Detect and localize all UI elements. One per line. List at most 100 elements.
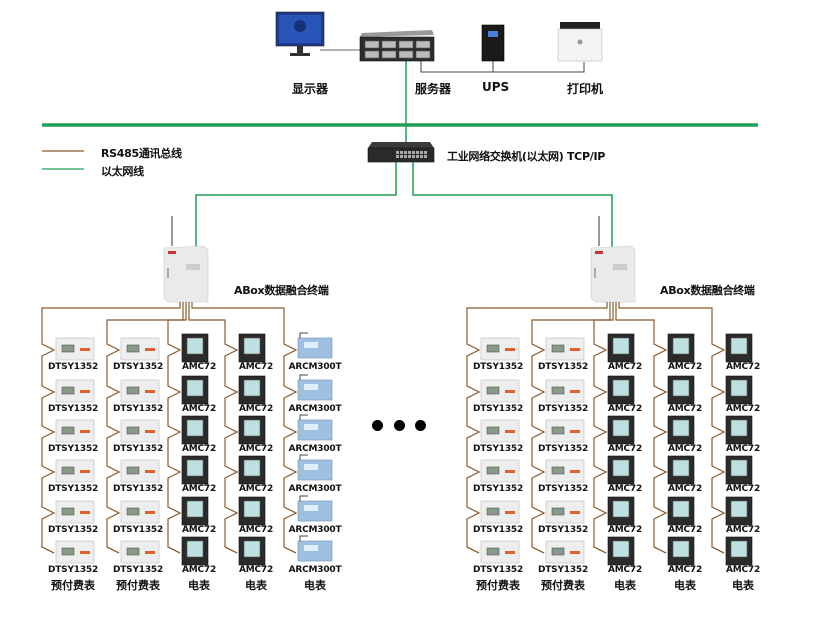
meter-screen: [612, 419, 630, 437]
device-model-label: AMC72: [238, 362, 274, 372]
device-model-label: DTSY1352: [47, 362, 99, 372]
panel-meter-icon: [725, 415, 753, 445]
device-model-label: AMC72: [607, 525, 643, 535]
arcm-display: [304, 505, 318, 511]
device-category-label: 电表: [245, 579, 267, 592]
meter-screen: [672, 337, 690, 355]
gateway-nameplate: [613, 264, 627, 270]
gateway-2-ethernet: [412, 162, 613, 250]
meter-buttons: [570, 551, 580, 554]
panel-meter-icon: [725, 536, 753, 566]
rs485-trunk: [167, 302, 187, 340]
gateway-1-label: ABox数据融合终端: [234, 284, 329, 297]
meter-lcd: [486, 547, 500, 556]
meter-screen: [730, 337, 748, 355]
arcm-wire: [299, 454, 308, 460]
device-model-label: AMC72: [181, 444, 217, 454]
panel-meter-icon: [238, 496, 266, 526]
din-meter-icon: [120, 419, 160, 443]
device-model-label: AMC72: [181, 565, 217, 575]
meter-screen: [672, 540, 690, 558]
panel-meter-icon: [667, 375, 695, 405]
device-model-label: AMC72: [667, 404, 703, 414]
arcm-display: [304, 424, 318, 430]
meter-buttons: [505, 348, 515, 351]
meter-screen: [672, 419, 690, 437]
server-drive-bay: [364, 40, 380, 49]
device-category-label: 电表: [674, 579, 696, 592]
meter-body: [480, 337, 520, 361]
device-model-label: AMC72: [667, 362, 703, 372]
gateway-brand: [168, 251, 176, 254]
meter-buttons: [505, 430, 515, 433]
meter-screen: [243, 419, 261, 437]
din-meter-icon: [545, 459, 585, 483]
device-category-label: 预付费表: [541, 579, 585, 592]
printer-body: [557, 28, 603, 62]
meter-body: [545, 500, 585, 524]
din-meter-icon: [545, 540, 585, 564]
rs485-daisy-chain: [593, 340, 608, 554]
din-meter-icon: [480, 379, 520, 403]
device-model-label: DTSY1352: [112, 362, 164, 372]
device-model-label: AMC72: [725, 404, 761, 414]
meter-screen: [243, 337, 261, 355]
panel-meter-icon: [607, 333, 635, 363]
device-model-label: DTSY1352: [47, 404, 99, 414]
rs485-trunk: [191, 302, 285, 340]
switch-port: [400, 155, 403, 158]
panel-meter-icon: [238, 415, 266, 445]
gateway-box-icon: [590, 245, 636, 303]
din-meter-icon: [55, 540, 95, 564]
panel-meter-icon: [725, 333, 753, 363]
meter-lcd: [486, 344, 500, 353]
arcm-icon: [297, 540, 333, 562]
din-meter-icon: [55, 337, 95, 361]
gateway-nameplate: [186, 264, 200, 270]
gateway-brand: [595, 251, 603, 254]
panel-meter-icon: [607, 455, 635, 485]
meter-screen: [186, 500, 204, 518]
arcm-icon: [297, 500, 333, 522]
device-category-label: 预付费表: [51, 579, 95, 592]
panel-meter-icon: [181, 415, 209, 445]
switch-port: [404, 151, 407, 154]
rs485-daisy-chain: [41, 340, 56, 554]
device-model-label: DTSY1352: [537, 444, 589, 454]
device-category-label: 电表: [188, 579, 210, 592]
meter-lcd: [61, 426, 75, 435]
peripheral-bus: [420, 60, 585, 73]
switch-port: [396, 155, 399, 158]
meter-screen: [730, 540, 748, 558]
gateway-handle: [594, 268, 596, 278]
meter-screen: [243, 540, 261, 558]
meter-body: [55, 500, 95, 524]
switch-port: [416, 151, 419, 154]
switch-label: 工业网络交换机(以太网) TCP/IP: [447, 150, 605, 163]
arcm-display: [304, 545, 318, 551]
monitor-graphic: [294, 20, 306, 32]
din-meter-icon: [55, 379, 95, 403]
meter-body: [55, 379, 95, 403]
device-model-label: DTSY1352: [47, 484, 99, 494]
panel-meter-icon: [725, 455, 753, 485]
meter-buttons: [145, 348, 155, 351]
panel-meter-icon: [181, 375, 209, 405]
gateway-cabinet: [590, 245, 636, 303]
ups-label: UPS: [482, 80, 510, 94]
switch-port: [412, 151, 415, 154]
network-switch-icon: [367, 142, 435, 163]
meter-lcd: [486, 466, 500, 475]
arcm-icon: [297, 419, 333, 441]
meter-buttons: [80, 470, 90, 473]
meter-buttons: [505, 470, 515, 473]
meter-screen: [612, 459, 630, 477]
meter-lcd: [126, 344, 140, 353]
ups-body: [481, 24, 505, 62]
device-model-label: DTSY1352: [472, 404, 524, 414]
server-drive-bay: [398, 40, 414, 49]
din-meter-icon: [55, 419, 95, 443]
din-meter-icon: [545, 379, 585, 403]
server-icon: [359, 30, 435, 62]
gateway-2-label: ABox数据融合终端: [660, 284, 755, 297]
